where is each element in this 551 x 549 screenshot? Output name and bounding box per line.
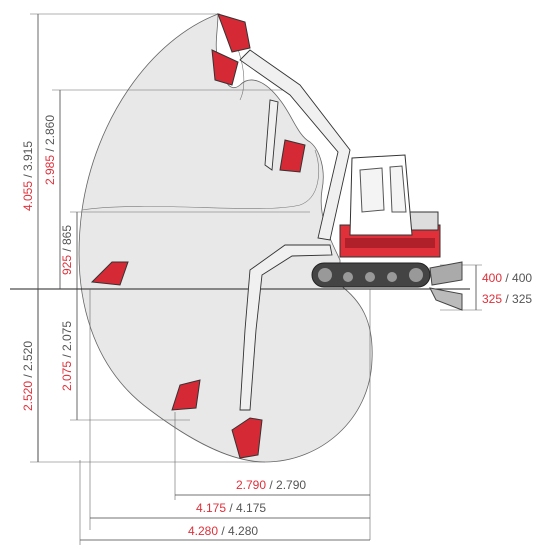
dozer-blade-lowered <box>429 287 463 311</box>
bucket-lower-reach <box>171 379 201 411</box>
left-dimension-lines <box>30 13 482 545</box>
boom-arm-lowered <box>239 244 333 411</box>
bucket-ground-reach <box>90 261 129 286</box>
dim-blade-depth-label: 325 / 325 <box>482 292 532 306</box>
bucket-upper <box>211 49 239 86</box>
dim-blade-lift-label: 400 / 400 <box>482 271 532 285</box>
dim-wall-height-label: 925 / 865 <box>60 225 74 275</box>
dim-reach-ground-label: 4.175 / 4.175 <box>196 501 266 515</box>
excavator-tracks <box>311 262 431 288</box>
dim-max-reach-label: 4.280 / 4.280 <box>188 524 258 538</box>
bucket-max-height <box>217 13 251 53</box>
boom-arm-raised <box>239 49 351 241</box>
working-envelope <box>78 13 373 463</box>
bucket-max-depth <box>231 417 263 459</box>
dim-max-height-label: 4.055 / 3.915 <box>21 141 35 211</box>
dim-max-depth-label: 2.520 / 2.520 <box>21 341 35 411</box>
dim-reach-vertical-wall-label: 2.790 / 2.790 <box>236 478 306 492</box>
excavator-body <box>339 154 441 258</box>
dozer-blade-raised <box>429 261 463 286</box>
envelope-inner-curve <box>81 149 319 211</box>
dim-dump-height-label: 2.985 / 2.860 <box>43 115 57 185</box>
dim-vertical-wall-depth-label: 2.075 / 2.075 <box>60 321 74 391</box>
bucket-mid-upper <box>279 139 306 173</box>
